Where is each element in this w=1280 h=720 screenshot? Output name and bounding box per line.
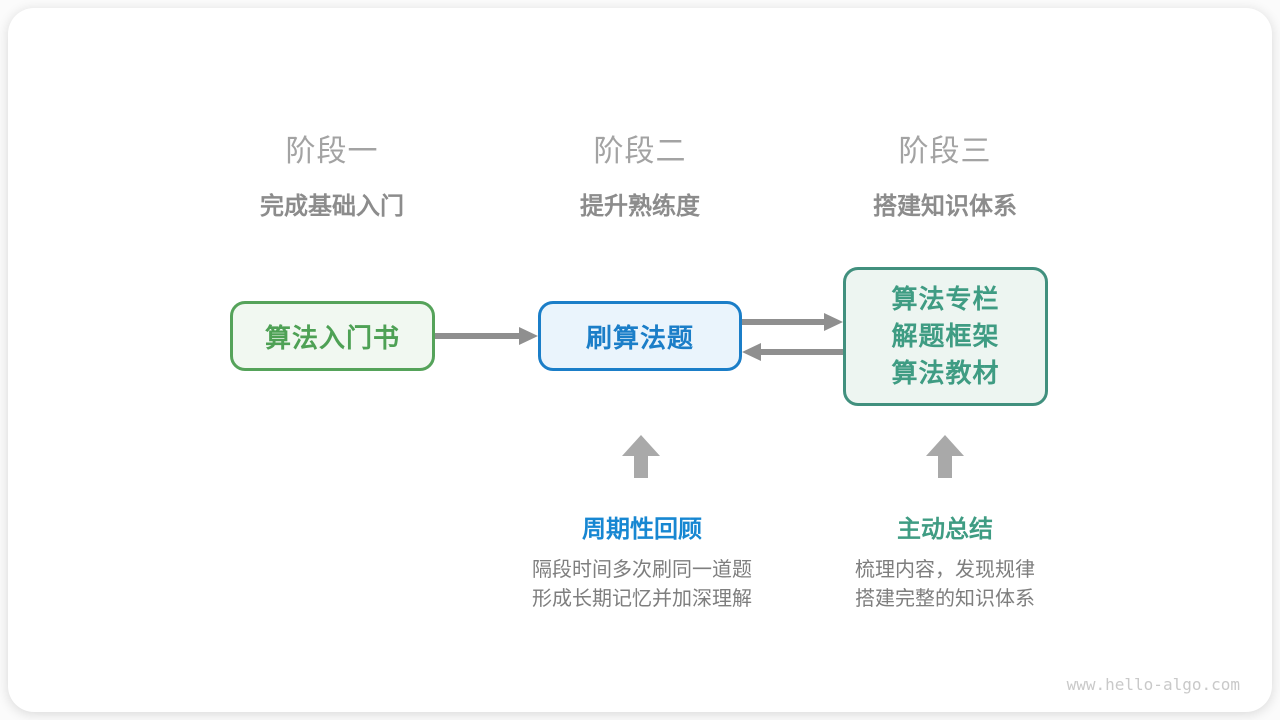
review-annotation-description: 隔段时间多次刷同一道题 形成长期记忆并加深理解: [472, 556, 812, 614]
node-resources-line-3: 算法教材: [891, 358, 1000, 388]
stage-2-header: 阶段二 提升熟练度: [490, 126, 790, 221]
stage-3-subtitle: 搭建知识体系: [873, 193, 1017, 220]
stage-1-header: 阶段一 完成基础入门: [182, 126, 482, 221]
site-watermark: www.hello-algo.com: [1066, 675, 1240, 694]
node-intro-book: 算法入门书: [230, 301, 435, 371]
summary-annotation-description: 梳理内容，发现规律 搭建完整的知识体系: [775, 556, 1115, 614]
arrow-right-icon-practice-to-resources: [742, 313, 843, 331]
review-annotation-title: 周期性回顾: [582, 516, 702, 543]
arrow-up-icon-summary: [926, 435, 964, 478]
arrow-left-icon-resources-to-practice: [742, 343, 843, 361]
node-practice: 刷算法题: [538, 301, 742, 371]
review-desc-line-2: 形成长期记忆并加深理解: [532, 588, 752, 610]
stage-2-subtitle: 提升熟练度: [580, 193, 700, 220]
review-desc-line-1: 隔段时间多次刷同一道题: [532, 559, 752, 581]
node-practice-label: 刷算法题: [585, 322, 694, 353]
arrow-right-icon-intro-to-practice: [435, 327, 538, 345]
summary-annotation-title: 主动总结: [897, 516, 993, 543]
summary-desc-line-2: 搭建完整的知识体系: [855, 588, 1035, 610]
stage-1-subtitle: 完成基础入门: [260, 193, 404, 220]
node-resources-line-1: 算法专栏: [891, 284, 1000, 314]
diagram-card: 阶段一 完成基础入门 阶段二 提升熟练度 阶段三 搭建知识体系 算法入门书 刷算…: [8, 8, 1272, 712]
stage-3-title: 阶段三: [898, 135, 992, 168]
arrow-up-icon-review: [622, 435, 660, 478]
stage-3-header: 阶段三 搭建知识体系: [795, 126, 1095, 221]
stage-2-title: 阶段二: [593, 135, 687, 168]
node-resources: 算法专栏 解题框架 算法教材: [843, 267, 1048, 406]
node-intro-book-label: 算法入门书: [264, 322, 400, 353]
stage-1-title: 阶段一: [285, 135, 379, 168]
summary-desc-line-1: 梳理内容，发现规律: [855, 559, 1035, 581]
node-resources-line-2: 解题框架: [891, 321, 1000, 351]
